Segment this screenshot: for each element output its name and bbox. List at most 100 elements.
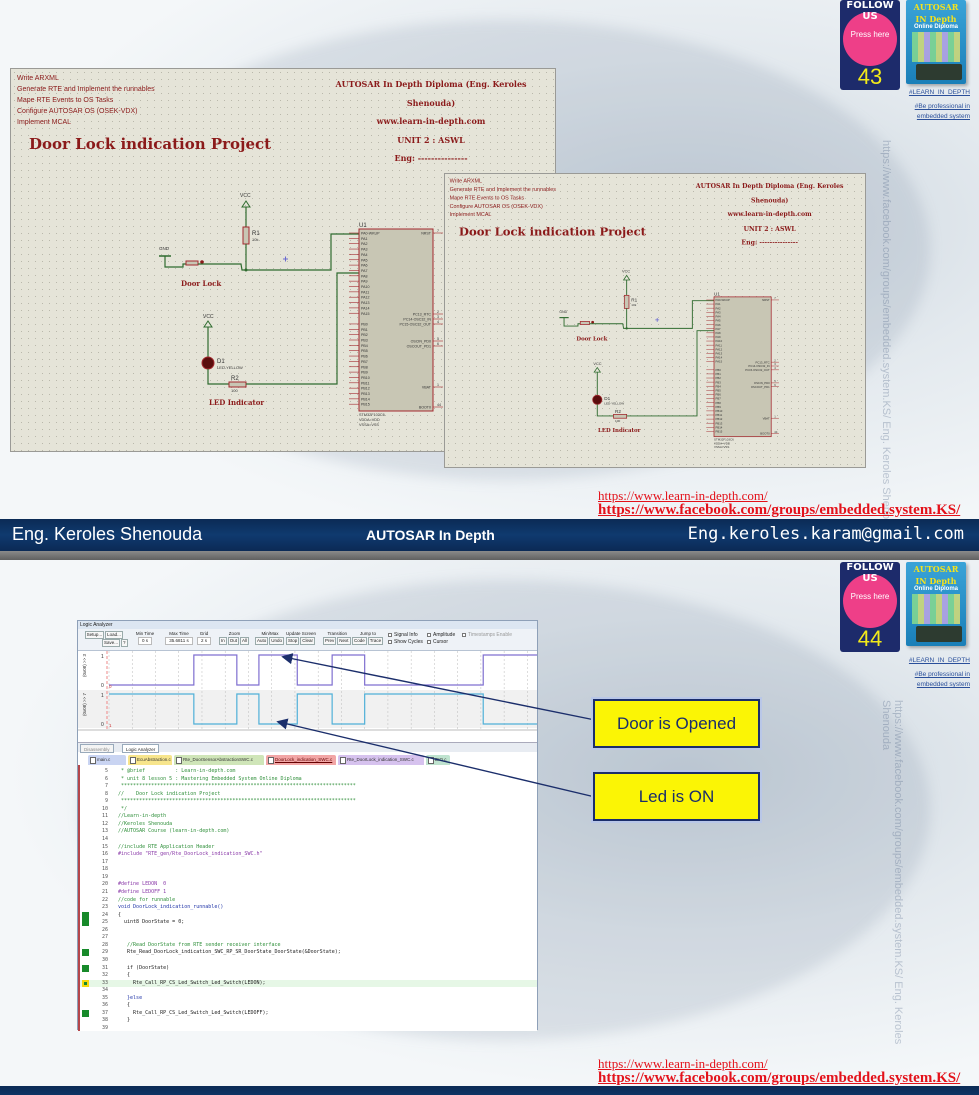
help-button[interactable]: ? [121, 639, 128, 647]
code-line: 9 **************************************… [80, 798, 537, 806]
arrow-door-opened [281, 653, 596, 721]
crosshair-icon [655, 318, 660, 322]
pin-number: 2 [774, 358, 776, 362]
tab-disassembly[interactable]: Disassembly [80, 744, 114, 753]
trace-button[interactable]: Trace [367, 637, 384, 645]
zoom-in-button[interactable]: In [219, 637, 227, 645]
file-tab[interactable]: Rte_DoorLock_indication_SWC.c [338, 755, 424, 765]
d1-label: D1 [217, 359, 225, 365]
code-text: { [118, 972, 131, 979]
line-number: 8 [104, 790, 108, 797]
code-text: Rte_Call_RP_CS_Led_Switch_Led_Switch(LED… [118, 979, 266, 986]
step-item: Configure AUTOSAR OS (OSEK-VDX) [449, 203, 543, 210]
code-line: 11//Learn-in-depth [80, 813, 537, 821]
save-button[interactable]: Save... [102, 639, 121, 647]
line-number: 24 [101, 911, 108, 918]
prev-button[interactable]: Prev [323, 637, 337, 645]
zoom-all-button[interactable]: All [240, 637, 250, 645]
hashtag-learn-link[interactable]: #LEARN_IN_DEPTH [908, 89, 970, 96]
line-number: 25 [101, 919, 108, 926]
cursor-checkbox[interactable] [427, 639, 431, 644]
pin-label: PA14 [361, 306, 370, 310]
coverage-marker-icon[interactable] [82, 1009, 89, 1017]
pin-label: OSCOUT_PD1 [751, 385, 770, 389]
current-line-arrow-icon[interactable] [82, 979, 89, 987]
zoom-out-button[interactable]: Out [227, 637, 240, 645]
code-line: 24{ [80, 911, 537, 920]
pin-label: PA1 [716, 302, 722, 306]
pin-label: PA10 [361, 285, 370, 289]
switch-contact [591, 320, 595, 324]
pin-label: PB4 [361, 344, 368, 348]
next-button[interactable]: Next [337, 637, 351, 645]
code-text: ****************************************… [118, 798, 356, 805]
book-cover[interactable]: AUTOSAR IN Depth Online Diploma [906, 0, 966, 84]
grid-label: Grid [199, 631, 209, 636]
page-number: 43 [857, 64, 883, 89]
pin-number: 1 [774, 414, 776, 418]
facebook-link[interactable]: https://www.facebook.com/groups/embedded… [598, 502, 961, 518]
line-number: 7 [104, 783, 108, 790]
slide-43: https://www.facebook.com/groups/embedded… [0, 0, 979, 560]
book-cover[interactable]: AUTOSAR IN Depth Online Diploma [906, 562, 966, 646]
coverage-marker-icon[interactable] [82, 919, 89, 927]
signal-info-checkbox[interactable] [388, 632, 392, 637]
coverage-marker-icon[interactable] [82, 964, 89, 972]
timestamps-checkbox[interactable] [462, 632, 466, 637]
footer-bar: Eng. Keroles Shenouda AUTOSAR In Depth E… [0, 519, 979, 551]
bottom-tabs: Disassembly Logic Analyzer [78, 742, 537, 753]
file-tab[interactable]: main.c [88, 755, 126, 765]
pin-label: PA2 [361, 242, 368, 246]
tab-logic-analyzer[interactable]: Logic Analyzer [122, 744, 160, 753]
pin-label: NRST [762, 298, 770, 302]
pin-label: PB8 [716, 401, 722, 405]
auto-button[interactable]: Auto [255, 637, 269, 645]
facebook-link[interactable]: https://www.facebook.com/groups/embedded… [598, 1070, 961, 1086]
pin-number: 6 [437, 342, 439, 346]
led-indicator-label: LED Indicator [598, 428, 641, 434]
mcu-stm32 [358, 228, 434, 412]
pin-label: PA15 [361, 312, 370, 316]
website-link[interactable]: https://www.learn-in-depth.com/ [598, 488, 768, 503]
line-number: 9 [104, 798, 108, 805]
file-tab[interactable]: Rte_DoorSensorAbstractionSWC.c [174, 755, 264, 765]
follow-us-badge[interactable]: FOLLOW US Press here 43 [840, 0, 900, 90]
hashtag-professional-link[interactable]: #Be professional in embedded system [914, 103, 970, 120]
code-text: //code for runnable [118, 896, 176, 903]
code-line: 20#define LEDON 0 [80, 881, 537, 889]
pin-label: PA9 [716, 335, 722, 339]
r1-label: R1 [631, 298, 637, 303]
pin-label: PB6 [716, 393, 722, 397]
header-line: AUTOSAR In Depth Diploma (Eng. Keroles S… [695, 181, 844, 204]
amplitude-checkbox[interactable] [427, 632, 431, 637]
file-tab[interactable]: DoorLock_indication_SWC.c [266, 755, 336, 765]
follow-us-badge[interactable]: FOLLOW US Press here 44 [840, 562, 900, 652]
hashtag-learn-link[interactable]: #LEARN_IN_DEPTH [908, 657, 970, 664]
tab-label: Disassembly [84, 747, 110, 752]
coverage-marker-icon[interactable] [82, 911, 89, 919]
pin-label: PB2 [716, 376, 722, 380]
code-button[interactable]: Code [352, 637, 367, 645]
clear-button[interactable]: Clear [300, 637, 316, 645]
resistor-r2 [228, 381, 247, 388]
time-axis [78, 729, 537, 731]
coverage-marker-icon[interactable] [82, 949, 89, 957]
max-time-value: 35.6811 s [165, 637, 193, 645]
file-tab[interactable]: EcuAbstraction.c [128, 755, 172, 765]
show-cycles-checkbox[interactable] [388, 639, 392, 644]
show-cycles-label: Show Cycles [394, 639, 423, 645]
website-link[interactable]: https://www.learn-in-depth.com/ [598, 1056, 768, 1071]
follow-us-text: FOLLOW US [846, 562, 894, 584]
stop-button[interactable]: Stop [286, 637, 300, 645]
d1-value: LED-YELLOW [217, 365, 243, 370]
undo-button[interactable]: Undo [269, 637, 285, 645]
pin-label: NRST [421, 232, 432, 236]
code-text: Rte_Read_DoorLock_indication_SWC_RP_SR_D… [118, 949, 341, 956]
code-line: 25 uint8 DoorState = 0; [80, 919, 537, 927]
hashtag-professional-link[interactable]: #Be professional in embedded system [914, 671, 970, 688]
vcc-arrow-icon [622, 274, 631, 281]
line-number: 38 [101, 1017, 108, 1024]
pin-label: PB14 [361, 397, 370, 401]
